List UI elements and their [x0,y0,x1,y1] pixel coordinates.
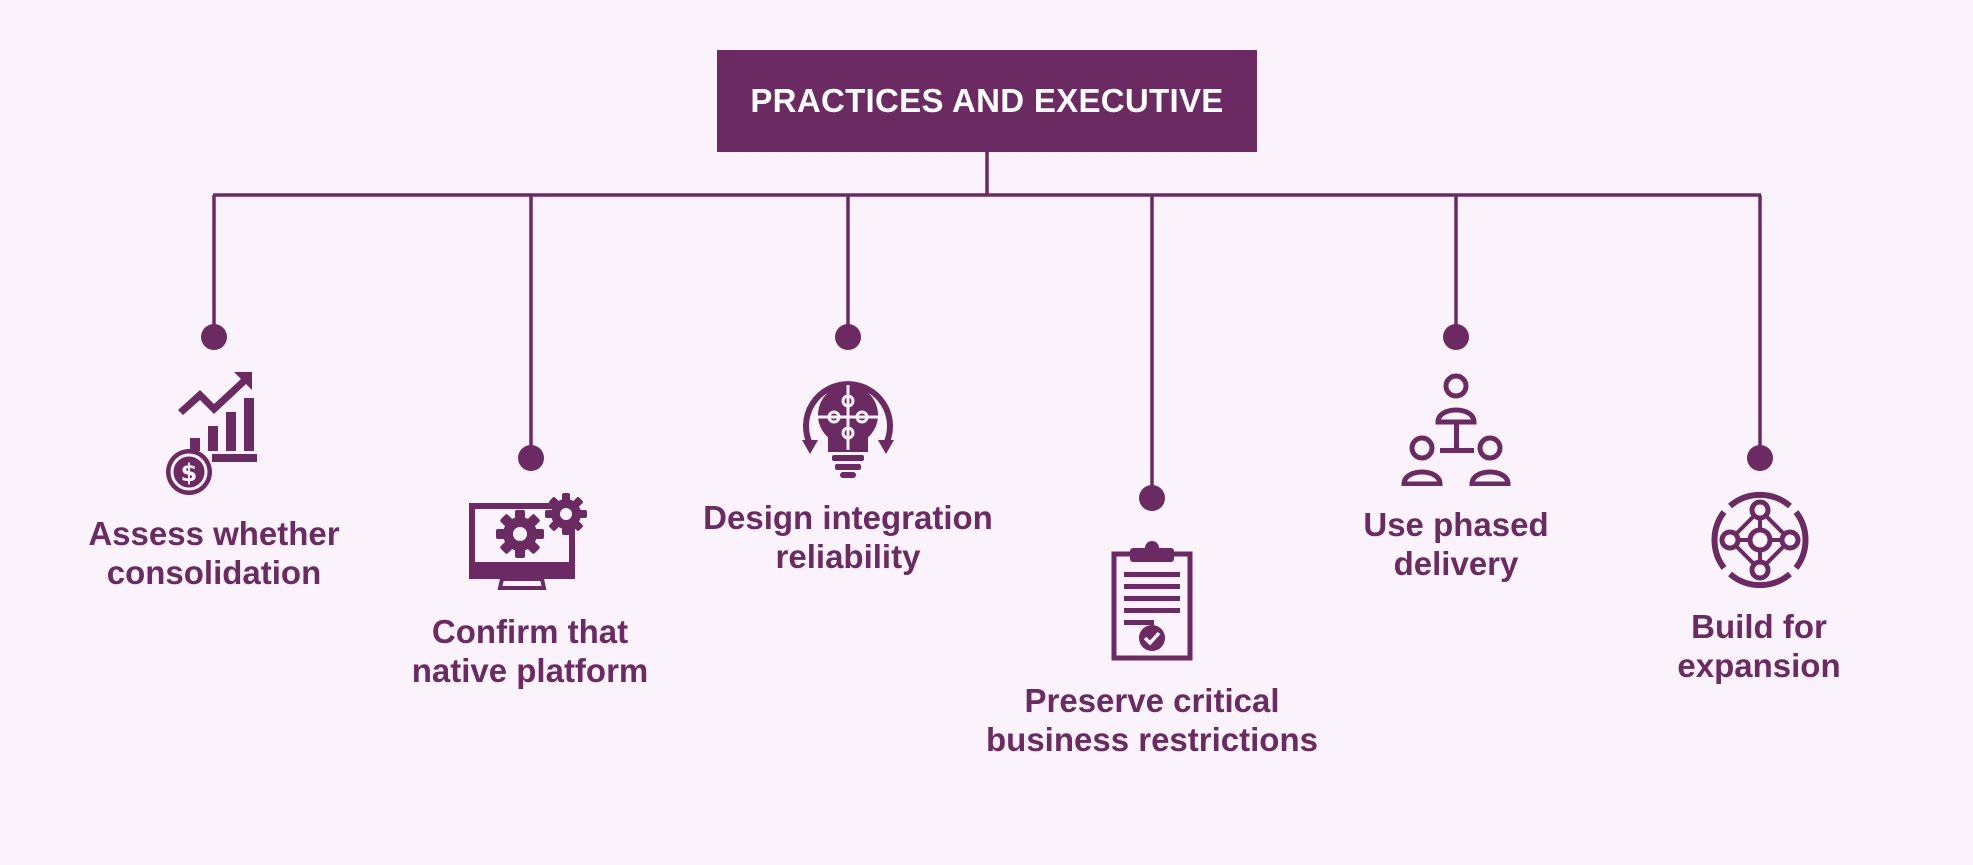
branch-dot-1 [201,324,227,350]
lightbulb-puzzle-icon [802,381,894,478]
item-label-2-line1: Confirm that [431,613,629,650]
item-label-5-line1: Use phased [1363,506,1549,543]
growth-chart-dollar-icon: $ [166,372,257,495]
item-label-6: Build for expansion [1569,607,1949,685]
branch-dot-2 [518,445,544,471]
item-label-1: Assess whether consolidation [24,514,404,592]
title-box: PRACTICES AND EXECUTIVE [717,50,1257,152]
item-label-5-line2: delivery [1393,545,1519,582]
item-label-1-line1: Assess whether [88,515,340,552]
item-label-5: Use phased delivery [1266,505,1646,583]
monitor-gears-icon [469,493,587,590]
branch-dot-4 [1139,485,1165,511]
item-label-4-line2: business restrictions [986,721,1318,758]
item-label-3-line1: Design integration [703,499,993,536]
network-circle-icon [1711,491,1809,589]
branch-dot-5 [1443,324,1469,350]
item-label-3-line2: reliability [775,538,921,575]
item-label-6-line2: expansion [1677,647,1841,684]
item-label-2: Confirm that native platform [340,612,720,690]
team-hierarchy-icon [1401,373,1511,486]
diagram-title: PRACTICES AND EXECUTIVE [750,82,1224,119]
item-label-4-line1: Preserve critical [1024,682,1280,719]
svg-text:$: $ [181,459,198,487]
branch-dot-3 [835,324,861,350]
branch-dot-6 [1747,445,1773,471]
item-label-3: Design integration reliability [658,498,1038,576]
item-label-2-line2: native platform [411,652,649,689]
item-label-4: Preserve critical business restrictions [962,681,1342,759]
item-label-6-line1: Build for [1691,608,1827,645]
clipboard-check-icon [1111,541,1193,661]
item-label-1-line2: consolidation [106,554,322,591]
